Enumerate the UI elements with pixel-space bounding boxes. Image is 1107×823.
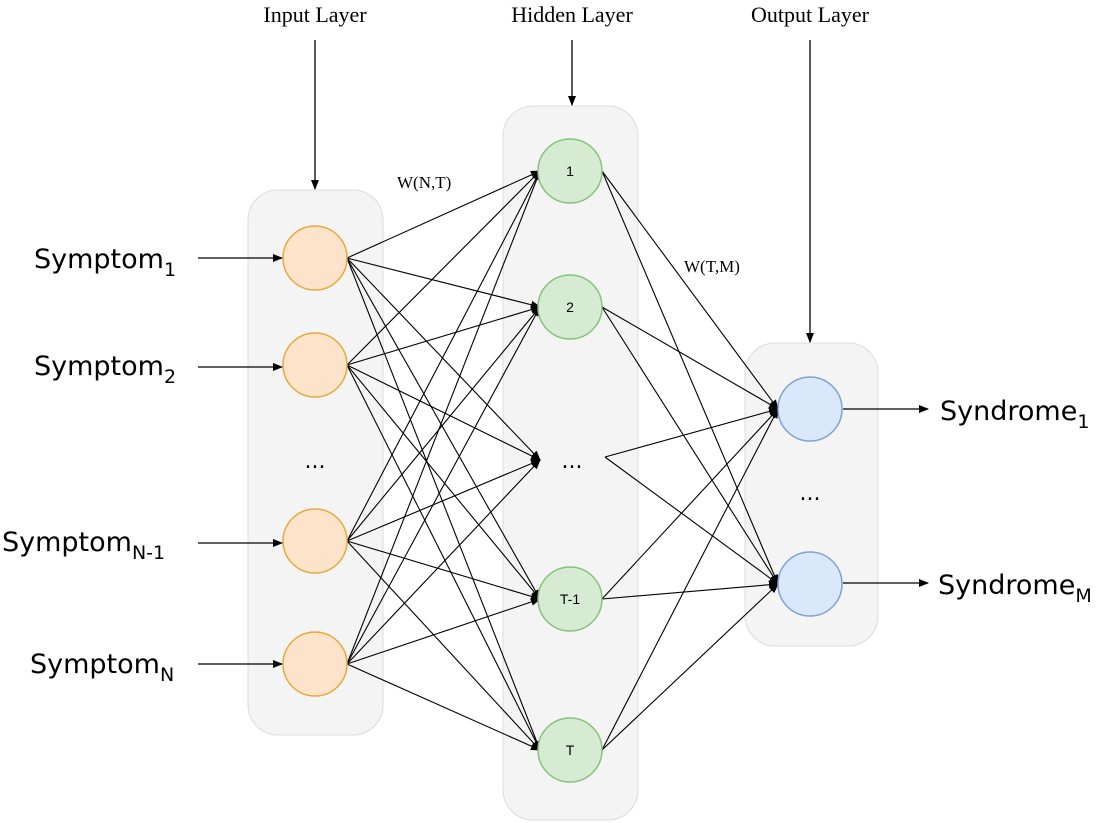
input-label-subscript: 1 — [164, 259, 176, 281]
input-label: SymptomN-1 — [2, 527, 165, 564]
input-label-base: Symptom — [34, 351, 164, 382]
input-hidden-connections — [346, 170, 541, 751]
input-hidden-edge — [346, 257, 541, 309]
hidden-node — [537, 717, 603, 783]
input-hidden-edge — [346, 170, 541, 542]
input-label-subscript: 2 — [164, 366, 176, 388]
hidden-output-edge — [601, 580, 779, 600]
output-node — [777, 551, 843, 617]
input-node — [282, 508, 348, 574]
hidden-node-label: T-1 — [560, 591, 580, 607]
input-hidden-edge — [346, 257, 541, 751]
hidden-output-edge — [601, 408, 779, 600]
input-node — [282, 332, 348, 398]
input-label-base: Symptom — [2, 527, 132, 558]
input-label-base: Symptom — [30, 649, 160, 680]
hidden-output-edge — [601, 408, 779, 751]
input-hidden-edge — [346, 598, 541, 665]
hidden-output-edge — [604, 407, 779, 458]
output-label: SyndromeM — [938, 570, 1092, 607]
output-node — [777, 376, 843, 442]
input-hidden-edge — [346, 540, 541, 751]
input-hidden-edge — [346, 257, 541, 461]
hidden-node — [537, 138, 603, 204]
output-label-subscript: 1 — [1077, 411, 1089, 433]
hidden-layer-title: Hidden Layer — [511, 2, 633, 27]
input-hidden-edge — [346, 364, 541, 751]
input-hidden-edge — [346, 306, 541, 665]
hidden-node — [537, 566, 603, 632]
hidden-output-edge — [601, 306, 779, 410]
input-node — [282, 631, 348, 697]
hidden-output-connections — [601, 170, 779, 751]
input-hidden-edge — [346, 459, 541, 542]
input-label-subscript: N — [160, 664, 174, 686]
input-hidden-weight-label: W(N,T) — [397, 173, 451, 192]
hidden-node-label: 2 — [566, 299, 574, 315]
input-layer-title: Input Layer — [263, 2, 367, 27]
hidden-output-edge — [601, 583, 779, 751]
input-hidden-edge — [346, 170, 541, 665]
output-label-base: Syndrome — [938, 570, 1075, 601]
output-label: Syndrome1 — [940, 396, 1089, 433]
input-hidden-edge — [346, 305, 541, 366]
input-hidden-edge — [346, 364, 541, 461]
input-label: Symptom2 — [34, 351, 176, 388]
hidden-node-label: 1 — [566, 163, 574, 179]
output-layer-title: Output Layer — [751, 2, 870, 27]
input-hidden-edge — [346, 170, 541, 366]
input-hidden-edge — [346, 306, 541, 542]
input-label: Symptom1 — [34, 244, 176, 281]
hidden-output-edge — [601, 306, 779, 585]
hidden-output-edge — [601, 170, 779, 410]
input-ellipsis: ... — [305, 449, 326, 474]
hidden-node-label: T — [566, 742, 575, 758]
input-label-subscript: N-1 — [132, 542, 165, 564]
hidden-output-weight-label: W(T,M) — [684, 257, 740, 276]
output-label-base: Syndrome — [940, 396, 1077, 427]
input-node — [282, 225, 348, 291]
input-hidden-edge — [346, 540, 541, 601]
output-label-subscript: M — [1075, 585, 1091, 607]
input-hidden-edge — [346, 170, 541, 259]
hidden-node — [537, 274, 603, 340]
output-ellipsis: ... — [800, 481, 821, 506]
hidden-layer-panel — [502, 105, 639, 821]
hidden-ellipsis: ... — [562, 449, 583, 474]
input-label-base: Symptom — [34, 244, 164, 275]
input-hidden-edge — [346, 459, 541, 665]
hidden-output-edge — [601, 170, 779, 585]
hidden-output-edge — [604, 456, 779, 585]
input-label: SymptomN — [30, 649, 174, 686]
input-hidden-edge — [346, 257, 541, 600]
input-hidden-edge — [346, 663, 541, 751]
input-hidden-edge — [346, 364, 541, 600]
input-layer-panel — [247, 189, 384, 736]
